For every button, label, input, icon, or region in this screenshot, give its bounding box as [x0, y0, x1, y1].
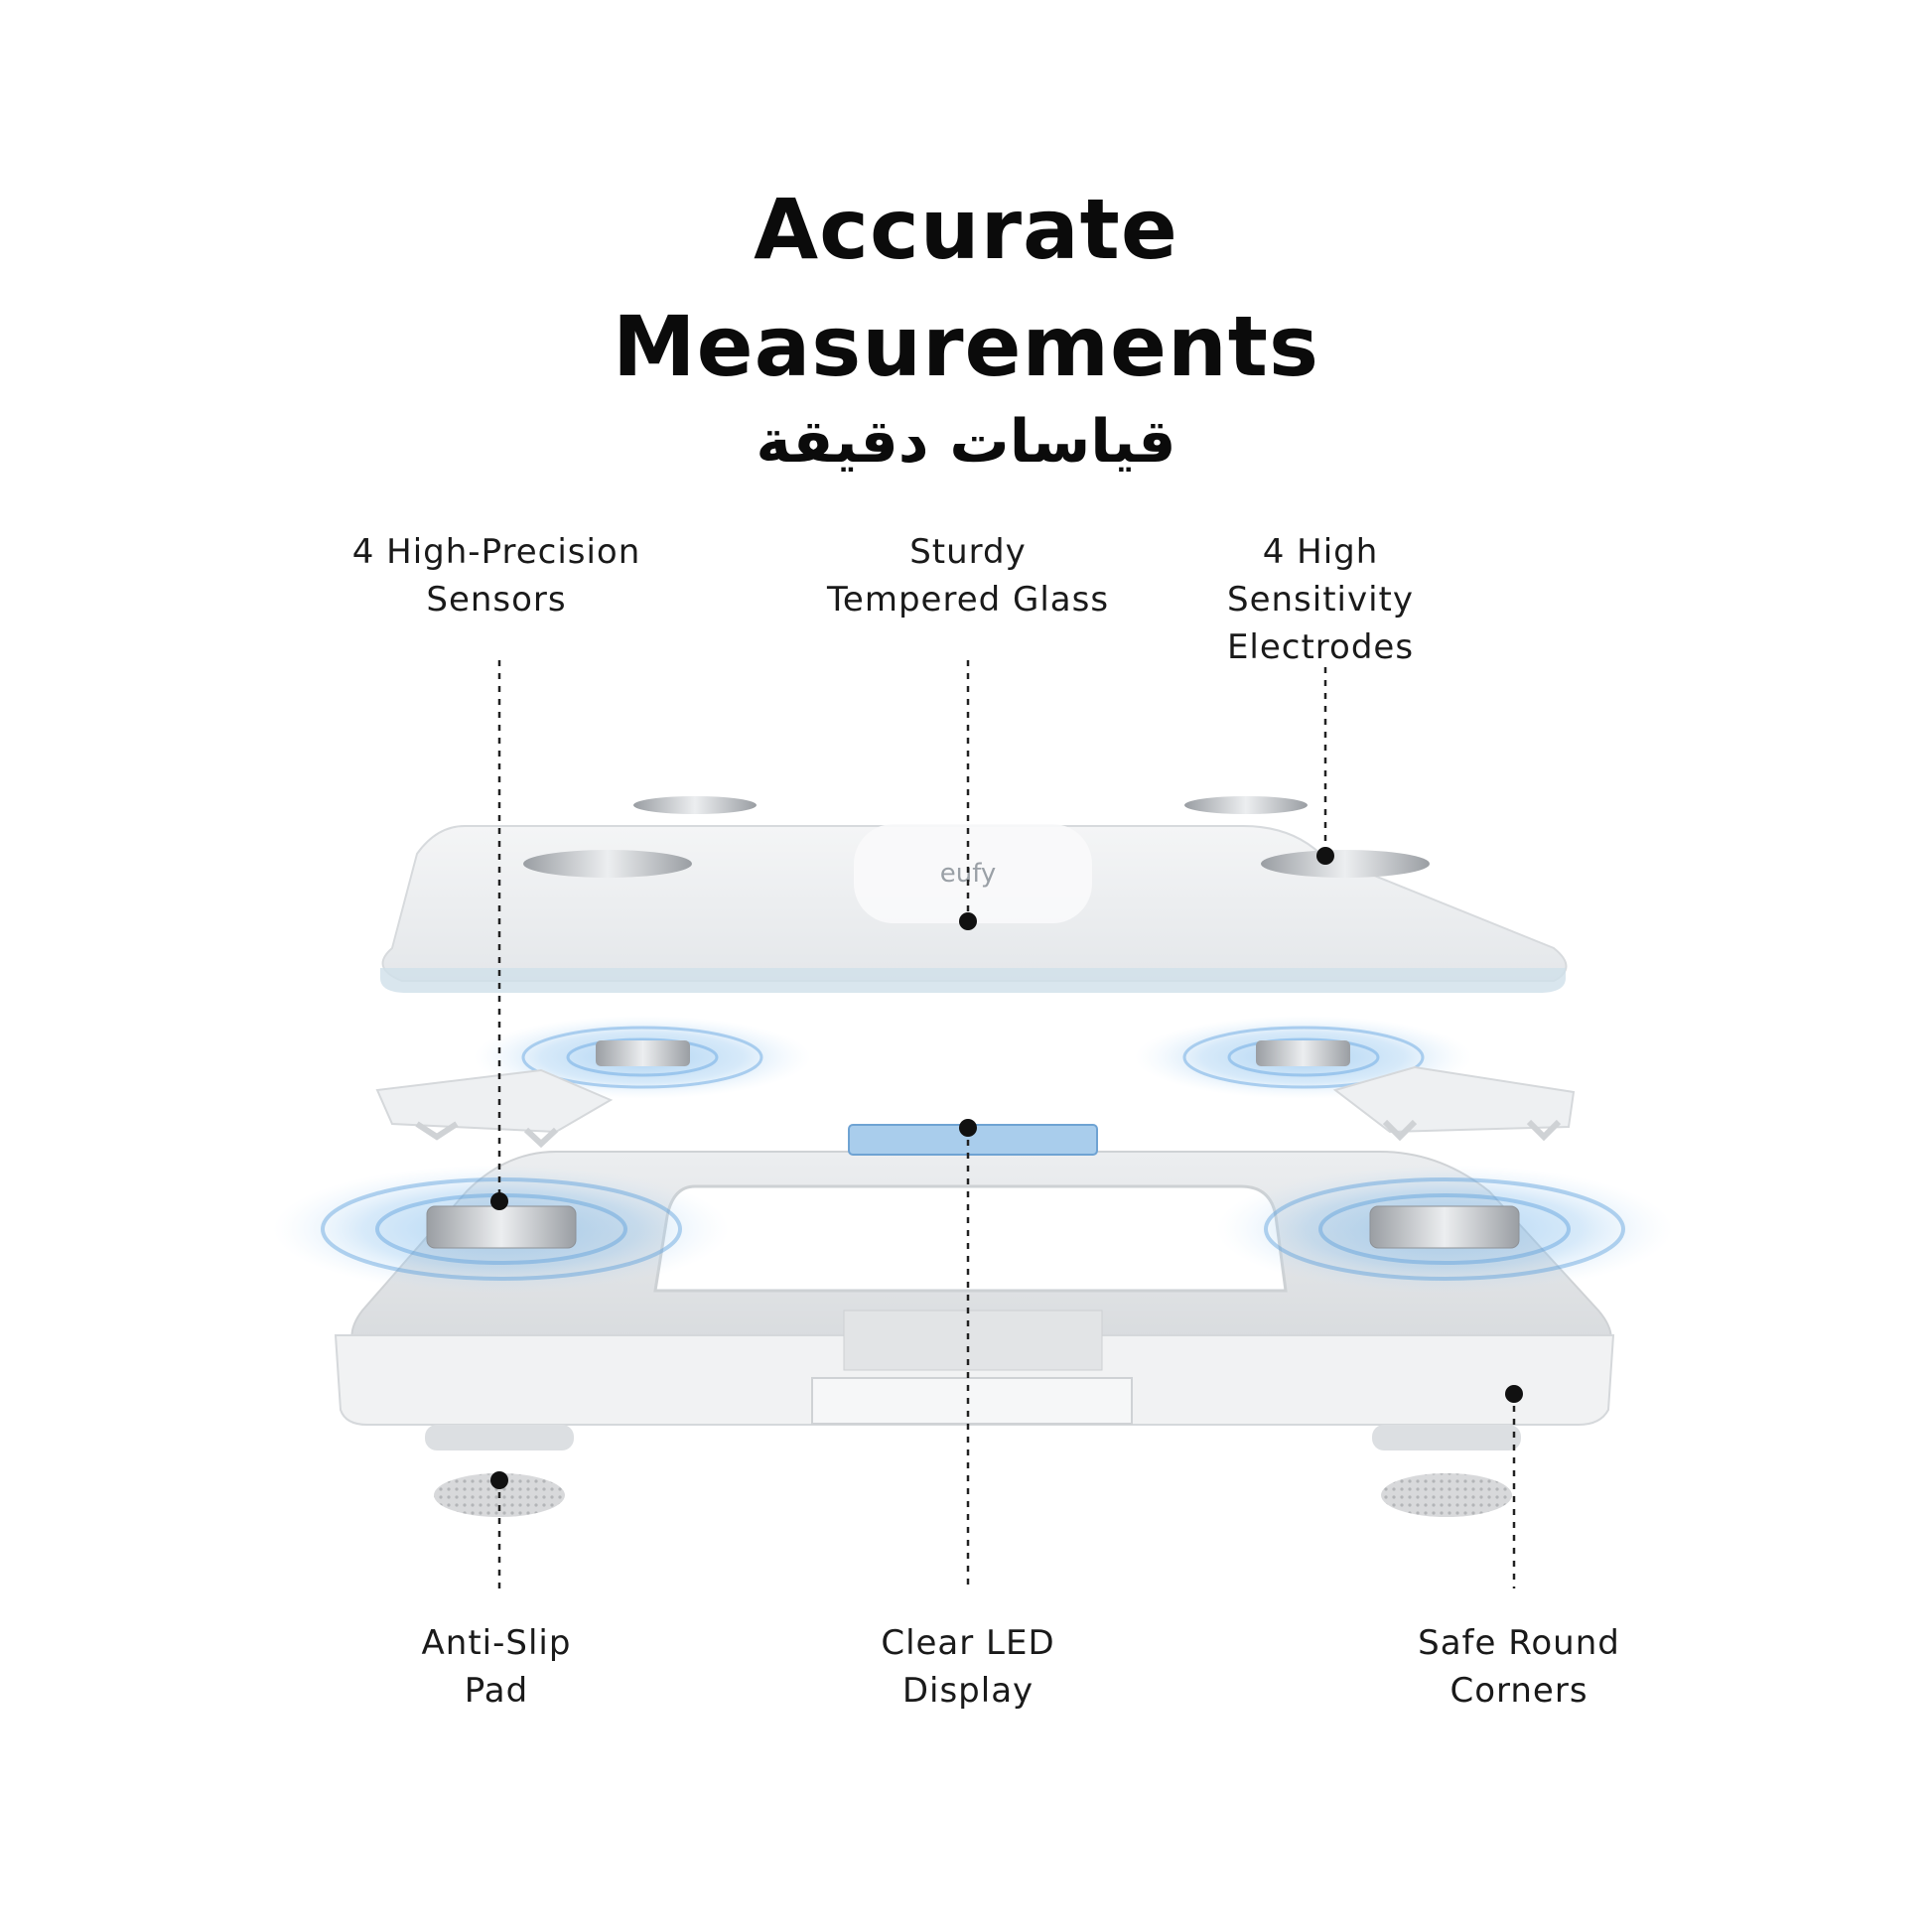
label-electrodes-line-3: Electrodes: [1226, 627, 1415, 667]
title-arabic: قياسات دقيقة: [756, 407, 1176, 477]
glass-top-plate: eufy: [380, 824, 1568, 993]
title-line-1: Accurate: [754, 181, 1178, 278]
label-corners: Safe Round Corners: [1360, 1619, 1678, 1715]
leader-dots: [490, 847, 1523, 1489]
label-sensors-line-1: 4 High-Precision: [351, 532, 641, 572]
electrode-group-top: [633, 796, 1308, 814]
sensor-glow-group-lower: [273, 1165, 1673, 1294]
label-corners-line-1: Safe Round: [1418, 1623, 1620, 1663]
label-electrodes: 4 High Sensitivity Electrodes: [1172, 528, 1469, 671]
dot-sensors: [490, 1192, 508, 1210]
label-sensors: 4 High-Precision Sensors: [328, 528, 665, 623]
label-corners-line-2: Corners: [1449, 1671, 1588, 1711]
foot-right: [1372, 1425, 1521, 1450]
sensor-lower-left: [426, 1205, 577, 1249]
label-pad-line-1: Anti-Slip: [421, 1623, 572, 1663]
label-sensors-line-2: Sensors: [426, 580, 567, 620]
label-glass: Sturdy Tempered Glass: [794, 528, 1142, 623]
label-pad-line-2: Pad: [464, 1671, 529, 1711]
corner-cover-left: [375, 1068, 614, 1134]
feet-and-pads: [425, 1425, 1521, 1517]
foot-left: [425, 1425, 574, 1450]
electrode-front-left: [523, 850, 692, 878]
dot-pad: [490, 1471, 508, 1489]
electrode-back-right: [1184, 796, 1308, 814]
battery-cover: [811, 1377, 1133, 1425]
corner-cover-right: [1332, 1065, 1576, 1134]
electrode-back-left: [633, 796, 757, 814]
label-glass-line-1: Sturdy: [909, 532, 1027, 572]
label-electrodes-line-1: 4 High: [1262, 532, 1379, 572]
sensor-glow-group-upper: [474, 1016, 1472, 1099]
title-line-2: Measurements: [613, 298, 1319, 395]
corner-cover-group: [375, 1065, 1576, 1149]
label-pad: Anti-Slip Pad: [357, 1619, 635, 1715]
sensor-lower-right: [1369, 1205, 1520, 1249]
dot-corners: [1505, 1385, 1523, 1403]
label-display: Clear LED Display: [824, 1619, 1112, 1715]
label-display-line-2: Display: [901, 1671, 1035, 1711]
dot-glass: [959, 912, 977, 930]
sensor-upper-right: [1256, 1040, 1350, 1066]
label-electrodes-line-2: Sensitivity: [1226, 580, 1414, 620]
label-glass-line-2: Tempered Glass: [826, 580, 1110, 620]
leader-lines: [497, 660, 1516, 1588]
electrode-front-right: [1261, 850, 1430, 878]
dot-electrodes: [1316, 847, 1334, 865]
anti-slip-pad-right: [1381, 1473, 1512, 1517]
sensor-upper-left: [596, 1040, 690, 1066]
label-display-line-1: Clear LED: [881, 1623, 1055, 1663]
dot-display: [959, 1119, 977, 1137]
